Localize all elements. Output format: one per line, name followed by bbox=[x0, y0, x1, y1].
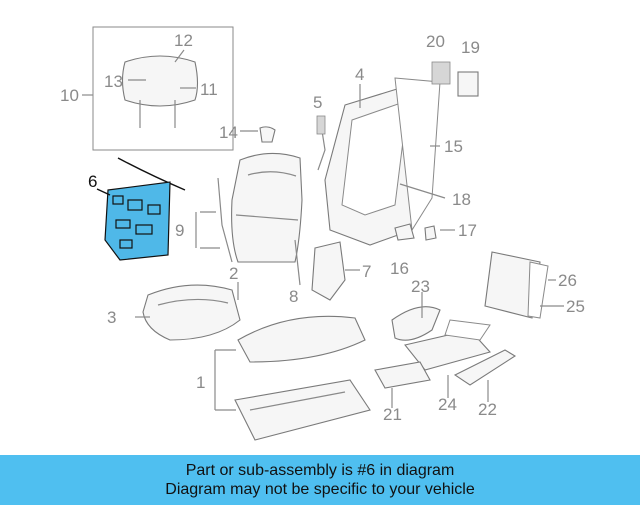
callout-10: 10 bbox=[60, 86, 79, 105]
callout-7: 7 bbox=[362, 262, 371, 281]
callout-3: 3 bbox=[107, 308, 116, 327]
callout-16: 16 bbox=[390, 259, 409, 278]
banner-line-part-number: Part or sub-assembly is #6 in diagram bbox=[185, 462, 455, 479]
part-6-highlighted bbox=[96, 157, 186, 261]
seat-back-frame bbox=[324, 77, 441, 246]
callout-20: 20 bbox=[426, 32, 445, 51]
callout-5: 5 bbox=[313, 93, 322, 112]
callout-25: 25 bbox=[566, 297, 585, 316]
callout-13: 13 bbox=[104, 72, 123, 91]
callout-2: 2 bbox=[229, 264, 238, 283]
seat-exploded-diagram: 1 2 3 4 5 6 7 8 9 10 11 12 13 14 15 16 1… bbox=[60, 26, 585, 441]
callout-9: 9 bbox=[175, 221, 184, 240]
callout-11: 11 bbox=[200, 80, 218, 99]
callout-15: 15 bbox=[444, 137, 463, 156]
seat-track-frame bbox=[214, 282, 371, 441]
callout-8: 8 bbox=[289, 287, 298, 306]
small-parts bbox=[240, 61, 479, 241]
callout-6: 6 bbox=[88, 172, 97, 191]
callout-14: 14 bbox=[219, 123, 238, 142]
side-panel bbox=[484, 251, 564, 319]
info-banner: Part or sub-assembly is #6 in diagram Di… bbox=[0, 455, 640, 505]
callout-4: 4 bbox=[355, 65, 364, 84]
callout-24: 24 bbox=[438, 395, 457, 414]
recliner-mechanism bbox=[294, 239, 360, 301]
callout-26: 26 bbox=[558, 271, 577, 290]
banner-line-disclaimer: Diagram may not be specific to your vehi… bbox=[165, 481, 475, 498]
callout-labels: 1 2 3 4 5 6 7 8 9 10 11 12 13 14 15 16 1… bbox=[60, 31, 585, 424]
callout-1: 1 bbox=[196, 373, 205, 392]
callout-18: 18 bbox=[452, 190, 471, 209]
seat-cushion bbox=[135, 284, 241, 341]
callout-21: 21 bbox=[383, 405, 402, 424]
callout-23: 23 bbox=[411, 277, 430, 296]
callout-17: 17 bbox=[458, 221, 477, 240]
headrest-inset bbox=[82, 26, 234, 151]
callout-22: 22 bbox=[478, 400, 497, 419]
callout-12: 12 bbox=[174, 31, 193, 50]
callout-19: 19 bbox=[461, 38, 480, 57]
heater-pads bbox=[374, 292, 517, 408]
seatback-cover bbox=[195, 152, 303, 263]
